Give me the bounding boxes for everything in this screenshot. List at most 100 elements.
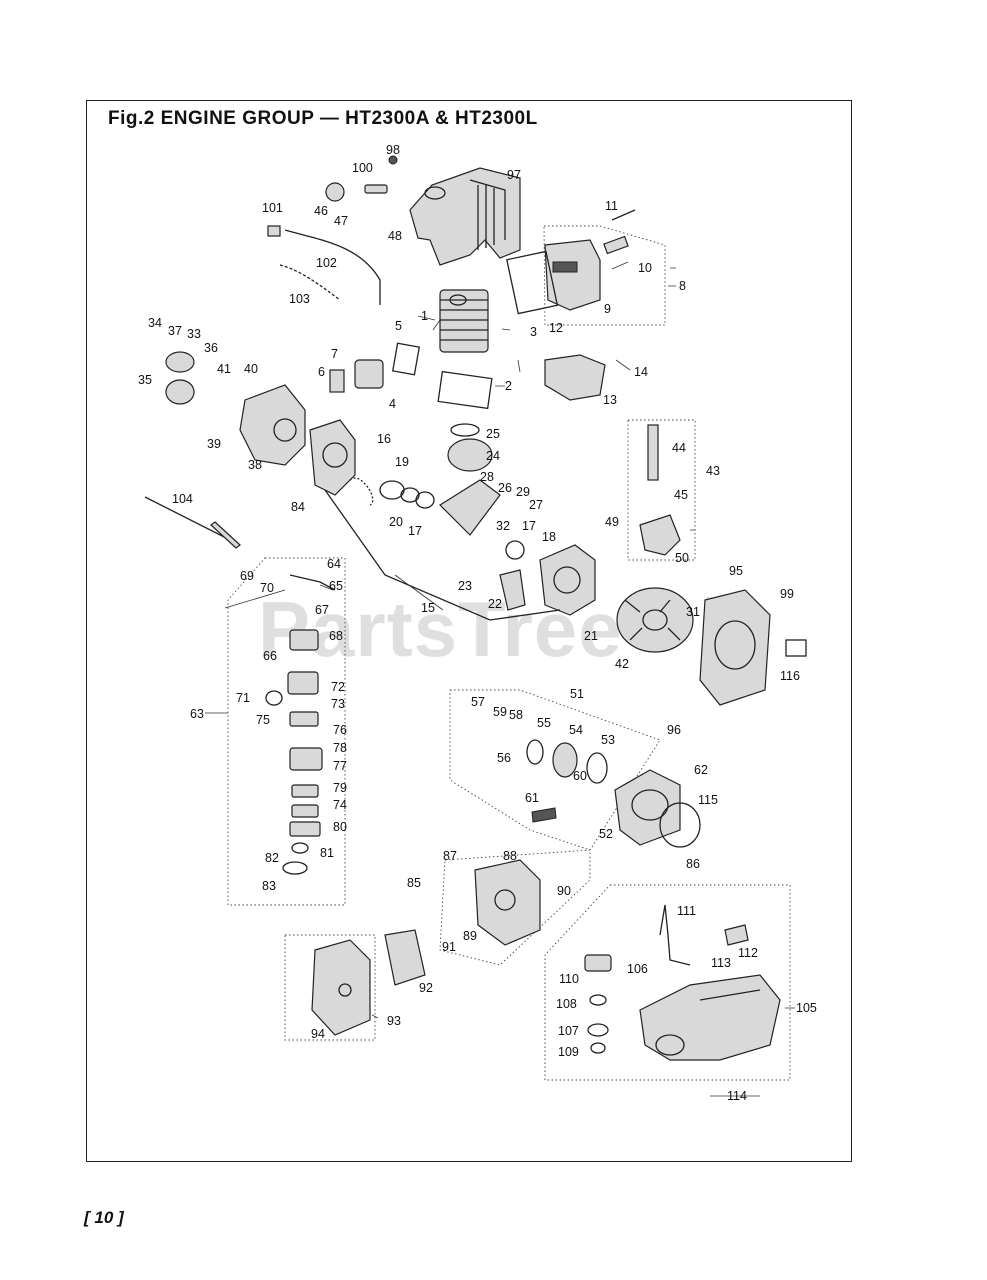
label: 99 bbox=[780, 587, 794, 601]
label: 68 bbox=[329, 629, 343, 643]
label: 97 bbox=[507, 168, 521, 182]
label: 33 bbox=[187, 327, 201, 341]
label: 40 bbox=[244, 362, 258, 376]
label: 14 bbox=[634, 365, 648, 379]
label: 16 bbox=[377, 432, 391, 446]
label: 84 bbox=[291, 500, 305, 514]
label: 107 bbox=[558, 1024, 579, 1038]
label: 70 bbox=[260, 581, 274, 595]
label: 87 bbox=[443, 849, 457, 863]
label: 45 bbox=[674, 488, 688, 502]
label: 2 bbox=[505, 379, 512, 393]
label: 81 bbox=[320, 846, 334, 860]
label: 105 bbox=[796, 1001, 817, 1015]
label: 106 bbox=[627, 962, 648, 976]
label: 51 bbox=[570, 687, 584, 701]
label: 37 bbox=[168, 324, 182, 338]
label: 7 bbox=[331, 347, 338, 361]
fuel-tank bbox=[584, 904, 781, 1061]
label: 82 bbox=[265, 851, 279, 865]
label: 89 bbox=[463, 929, 477, 943]
label: 59 bbox=[493, 705, 507, 719]
label: 108 bbox=[556, 997, 577, 1011]
cylinder bbox=[439, 289, 489, 353]
label: 92 bbox=[419, 981, 433, 995]
label: 21 bbox=[584, 629, 598, 643]
label: 61 bbox=[525, 791, 539, 805]
fan-housing bbox=[699, 589, 771, 706]
label: 86 bbox=[686, 857, 700, 871]
label: 65 bbox=[329, 579, 343, 593]
label: 110 bbox=[559, 972, 579, 986]
label: 31 bbox=[686, 605, 700, 619]
label: 4 bbox=[389, 397, 396, 411]
label: 27 bbox=[529, 498, 543, 512]
label: 28 bbox=[480, 470, 494, 484]
label: 104 bbox=[172, 492, 193, 506]
label: 67 bbox=[315, 603, 329, 617]
label: 69 bbox=[240, 569, 254, 583]
label: 50 bbox=[675, 551, 689, 565]
label: 17 bbox=[408, 524, 422, 538]
label: 41 bbox=[217, 362, 231, 376]
label: 6 bbox=[318, 365, 325, 379]
label: 57 bbox=[471, 695, 485, 709]
label: 80 bbox=[333, 820, 347, 834]
label: 11 bbox=[605, 199, 618, 213]
label: 36 bbox=[204, 341, 218, 355]
label: 5 bbox=[395, 319, 402, 333]
flywheel bbox=[616, 587, 694, 653]
label: 48 bbox=[388, 229, 402, 243]
label: 22 bbox=[488, 597, 502, 611]
label: 79 bbox=[333, 781, 347, 795]
label: 101 bbox=[262, 201, 283, 215]
label: 9 bbox=[604, 302, 611, 316]
label: 29 bbox=[516, 485, 530, 499]
label: 73 bbox=[331, 697, 345, 711]
label: 74 bbox=[333, 798, 347, 812]
label: 13 bbox=[603, 393, 617, 407]
piston-crankshaft bbox=[379, 423, 525, 560]
label: 113 bbox=[711, 956, 731, 970]
label: 90 bbox=[557, 884, 571, 898]
label: 111 bbox=[677, 904, 696, 918]
label: 26 bbox=[498, 481, 512, 495]
crankcase bbox=[239, 384, 596, 616]
label: 96 bbox=[667, 723, 681, 737]
label: 56 bbox=[497, 751, 511, 765]
label: 62 bbox=[694, 763, 708, 777]
label: 55 bbox=[537, 716, 551, 730]
label: 17 bbox=[522, 519, 536, 533]
part-labels: 1 2 3 4 5 6 7 8 9 10 11 12 13 14 15 16 1… bbox=[138, 143, 817, 1103]
label: 44 bbox=[672, 441, 686, 455]
label: 46 bbox=[314, 204, 328, 218]
label: 88 bbox=[503, 849, 517, 863]
label: 54 bbox=[569, 723, 583, 737]
label: 34 bbox=[148, 316, 162, 330]
label: 95 bbox=[729, 564, 743, 578]
label: 71 bbox=[236, 691, 250, 705]
label: 63 bbox=[190, 707, 204, 721]
label: 72 bbox=[331, 680, 345, 694]
label: 93 bbox=[387, 1014, 401, 1028]
label: 94 bbox=[311, 1027, 325, 1041]
label: 25 bbox=[486, 427, 500, 441]
air-cleaner bbox=[311, 859, 541, 1036]
label: 39 bbox=[207, 437, 221, 451]
leader-lines bbox=[205, 261, 795, 1097]
page-number: [ 10 ] bbox=[84, 1208, 124, 1227]
label: 18 bbox=[542, 530, 556, 544]
label: 3 bbox=[530, 325, 537, 339]
label: 98 bbox=[386, 143, 400, 157]
label: 116 bbox=[780, 669, 800, 683]
label: 38 bbox=[248, 458, 262, 472]
label: 20 bbox=[389, 515, 403, 529]
label: 10 bbox=[638, 261, 652, 275]
label: 52 bbox=[599, 827, 613, 841]
label: 64 bbox=[327, 557, 341, 571]
carburetor bbox=[265, 629, 323, 875]
figure-title: Fig.2 ENGINE GROUP — HT2300A & HT2300L bbox=[108, 108, 538, 129]
label: 114 bbox=[727, 1089, 747, 1103]
label: 53 bbox=[601, 733, 615, 747]
label: 66 bbox=[263, 649, 277, 663]
